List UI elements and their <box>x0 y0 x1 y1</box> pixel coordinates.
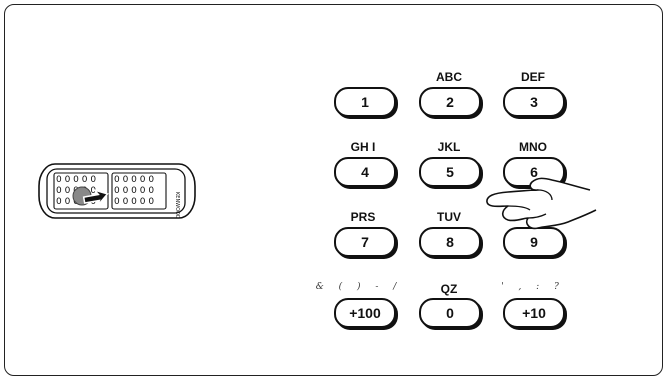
key-1[interactable]: 1 <box>334 87 396 117</box>
key-7-label: PRS <box>350 210 376 224</box>
svg-text:0 0 0 0 0: 0 0 0 0 0 <box>114 186 154 196</box>
svg-text:0 0 0 0 0: 0 0 0 0 0 <box>56 175 96 185</box>
pointing-hand-icon <box>478 160 608 250</box>
key-0-label: QZ <box>440 282 458 296</box>
key-5-label: JKL <box>437 140 461 154</box>
svg-text:0 0 0 0 0: 0 0 0 0 0 <box>114 175 154 185</box>
key-plus100-number: +100 <box>349 305 381 321</box>
key-plus10-number: +10 <box>522 305 546 321</box>
key-plus10-label: ' , : ? <box>501 282 565 292</box>
key-plus10[interactable]: +10 <box>503 298 565 328</box>
remote-control-icon: 0 0 0 0 0 0 0 0 0 0 0 0 0 0 0 0 0 0 0 0 … <box>38 160 198 222</box>
key-4-label: GH I <box>350 140 376 154</box>
key-0-number: 0 <box>446 305 454 321</box>
key-3-label: DEF <box>521 70 545 84</box>
svg-text:0 0 0 0 0: 0 0 0 0 0 <box>114 197 154 207</box>
key-7-number: 7 <box>361 234 369 250</box>
key-3[interactable]: 3 <box>503 87 565 117</box>
key-plus100[interactable]: +100 <box>334 298 396 328</box>
key-2[interactable]: 2 <box>419 87 481 117</box>
key-5-number: 5 <box>446 164 454 180</box>
key-4-number: 4 <box>361 164 369 180</box>
key-8[interactable]: 8 <box>419 227 481 257</box>
key-8-label: TUV <box>437 210 461 224</box>
key-9-number: 9 <box>530 234 538 250</box>
key-4[interactable]: 4 <box>334 157 396 187</box>
key-6-label: MNO <box>519 140 547 154</box>
diagram-frame <box>4 4 663 376</box>
key-7[interactable]: 7 <box>334 227 396 257</box>
remote-brand-text: KENWOOD <box>174 192 180 219</box>
key-0[interactable]: 0 <box>419 298 481 328</box>
key-1-number: 1 <box>361 94 369 110</box>
key-8-number: 8 <box>446 234 454 250</box>
key-6-number: 6 <box>530 164 538 180</box>
key-2-number: 2 <box>446 94 454 110</box>
key-2-label: ABC <box>436 70 462 84</box>
key-5[interactable]: 5 <box>419 157 481 187</box>
key-plus100-label: & ( ) - / <box>315 282 403 292</box>
key-3-number: 3 <box>530 94 538 110</box>
